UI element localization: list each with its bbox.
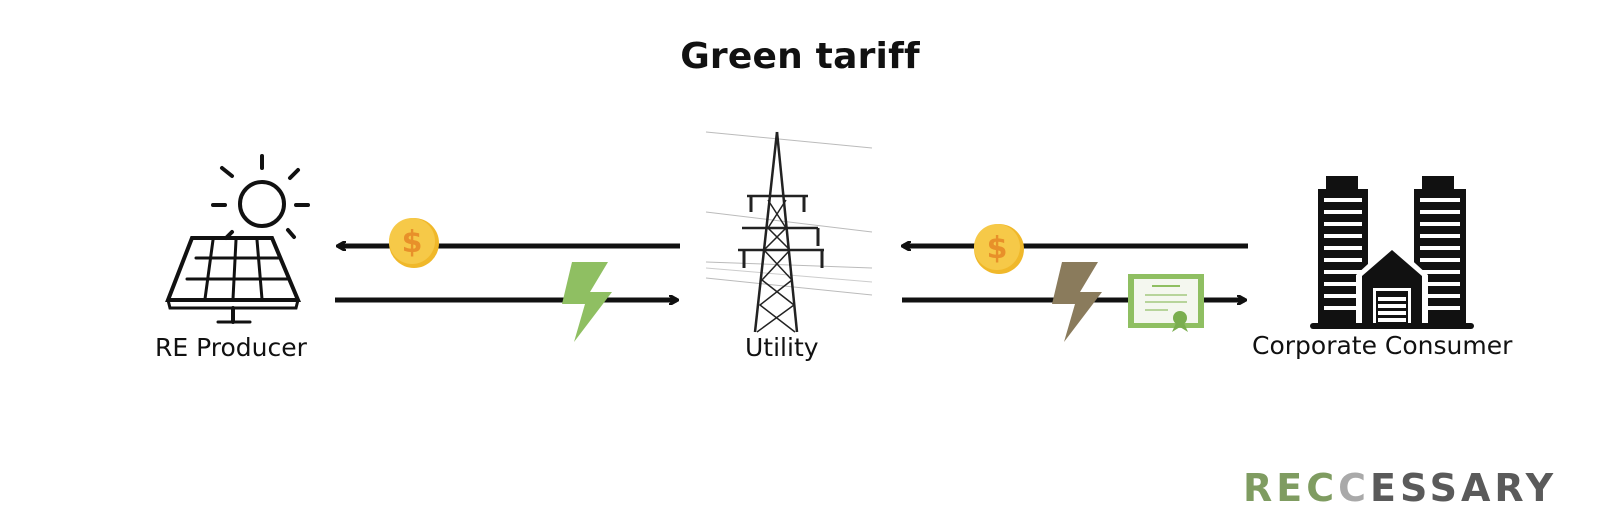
svg-text:$: $	[402, 225, 423, 260]
dollar-coin-icon: $	[389, 218, 439, 268]
reccessary-logo: RECCESSARY	[1243, 466, 1557, 510]
office-buildings-icon	[1310, 176, 1474, 329]
diagram-title: Green tariff	[680, 36, 920, 77]
svg-text:$: $	[987, 231, 1008, 266]
logo-part-essary: ESSARY	[1370, 466, 1558, 510]
dollar-coin-icon: $	[974, 224, 1024, 274]
logo-part-c: C	[1338, 466, 1370, 510]
corporate-consumer-label: Corporate Consumer	[1252, 331, 1513, 360]
solar-panel-icon	[165, 154, 310, 324]
logo-part-rec: REC	[1243, 466, 1339, 510]
utility-label: Utility	[745, 333, 819, 362]
certificate-icon	[1128, 274, 1204, 332]
re-producer-label: RE Producer	[155, 333, 307, 362]
power-tower-icon	[705, 131, 873, 333]
lightning-bolt-icon	[562, 262, 612, 342]
lightning-bolt-icon	[1052, 262, 1102, 342]
